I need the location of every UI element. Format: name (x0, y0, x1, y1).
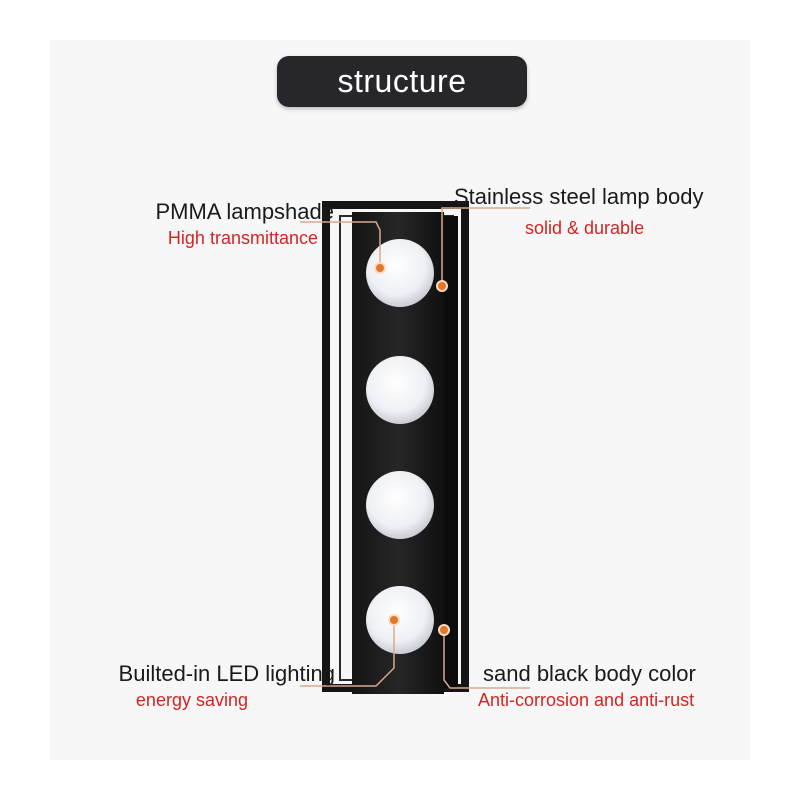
marker-dots (374, 262, 450, 636)
callout-body-sub: solid & durable (525, 218, 645, 238)
globe-light-1 (366, 239, 434, 307)
lamp-body-side (444, 216, 458, 688)
callout-lampshade-label: PMMA lampshade (155, 199, 334, 224)
page-title: structure (337, 63, 467, 99)
callout-color-sub: Anti-corrosion and anti-rust (478, 690, 695, 710)
globe-light-2 (366, 356, 434, 424)
callout-led-label: Builted-in LED lighting (118, 661, 335, 686)
callout-lampshade-sub: High transmittance (167, 228, 318, 248)
title-pill: structure (277, 56, 527, 107)
globe-light-3 (366, 471, 434, 539)
callout-color-label: sand black body color (483, 661, 696, 686)
callout-body-label: Stainless steel lamp body (454, 184, 704, 209)
leader-lines (300, 207, 530, 689)
callout-led-sub: energy saving (135, 690, 248, 710)
